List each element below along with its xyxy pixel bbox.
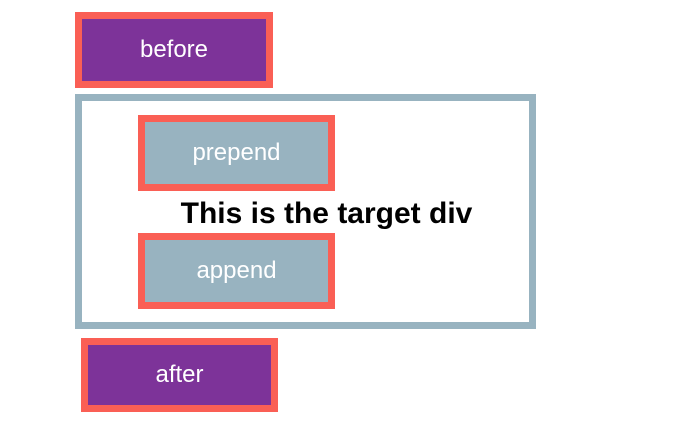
append-label: append (196, 257, 277, 284)
after-box: after (81, 338, 278, 412)
before-label: before (139, 36, 209, 63)
append-box: append (138, 233, 335, 309)
after-label: after (155, 361, 204, 388)
prepend-box: prepend (138, 115, 335, 191)
target-div-text: This is the target div (180, 197, 473, 230)
target-div: prepend This is the target div append (75, 94, 536, 329)
before-box: before (75, 12, 273, 88)
prepend-label: prepend (192, 139, 281, 166)
